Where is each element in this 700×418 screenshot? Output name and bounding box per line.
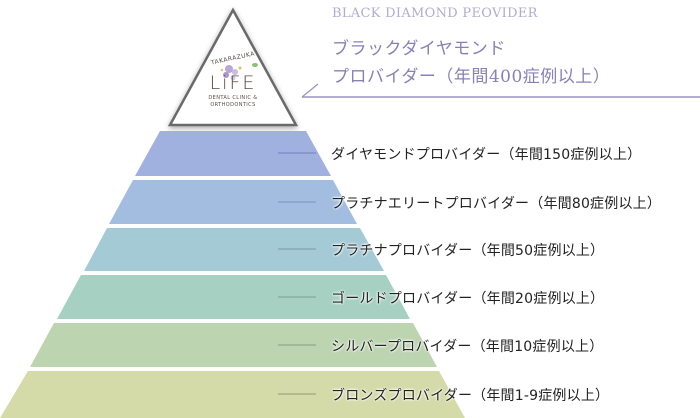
tier-diamond bbox=[135, 131, 331, 176]
logo-subtitle-line2: ORTHODONTICS bbox=[210, 102, 256, 108]
top-tier-english-label: BLACK DIAMOND PEOVIDER bbox=[332, 6, 538, 21]
tier-label-platinum: プラチナプロバイダー（年間50症例以上） bbox=[331, 243, 605, 259]
tier-label-bronze: ブロンズプロバイダー（年間1-9症例以上） bbox=[331, 388, 610, 404]
top-tier-title-line2: プロバイダー（年間400症例以上） bbox=[332, 67, 611, 87]
logo-flower-icon bbox=[220, 65, 242, 81]
tier-bronze bbox=[0, 371, 465, 418]
tier-label-gold: ゴールドプロバイダー（年間20症例以上） bbox=[331, 291, 605, 307]
tier-platinum bbox=[84, 228, 384, 271]
tier-silver bbox=[30, 323, 437, 367]
tier-label-platinum-elite: プラチナエリートプロバイダー（年間80症例以上） bbox=[331, 196, 662, 212]
top-tier-title-line1: ブラックダイヤモンド bbox=[332, 39, 506, 59]
logo-triangle bbox=[167, 7, 299, 127]
tier-platinum-elite bbox=[109, 180, 357, 224]
tier-label-silver: シルバープロバイダー（年間10症例以上） bbox=[331, 339, 604, 355]
tier-label-diamond: ダイヤモンドプロバイダー（年間150症例以上） bbox=[331, 147, 642, 163]
top-callout-line bbox=[301, 83, 700, 98]
logo-main-text: LiFE bbox=[209, 72, 257, 94]
logo-bird-icon bbox=[252, 63, 258, 67]
logo-subtitle-line1: DENTAL CLINIC & bbox=[208, 95, 258, 101]
tier-gold bbox=[57, 275, 410, 319]
